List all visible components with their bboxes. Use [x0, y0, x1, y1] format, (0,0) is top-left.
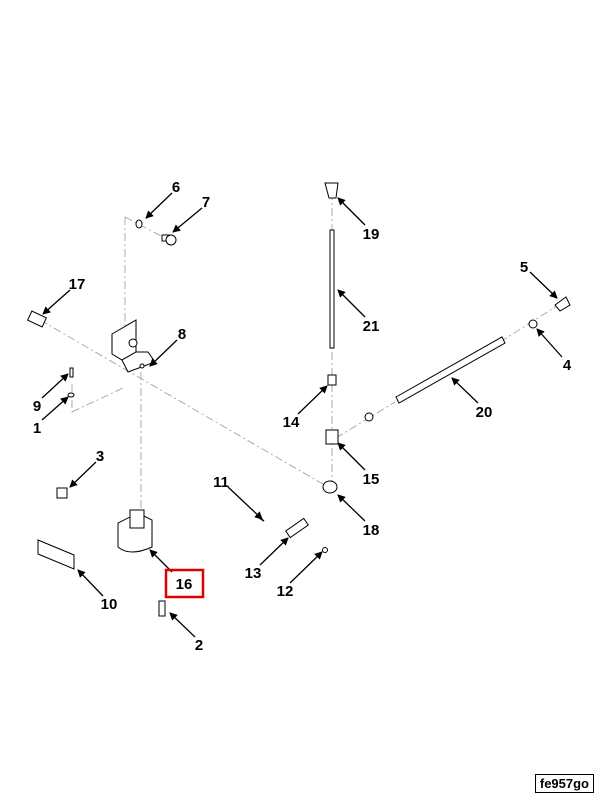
- part-14-nut: [327, 374, 337, 386]
- highlight-box: [164, 568, 205, 599]
- callout-7[interactable]: 7: [202, 194, 210, 211]
- callout-13[interactable]: 13: [245, 565, 262, 582]
- part-5-elbow: [554, 296, 571, 312]
- part-4-nut: [528, 319, 538, 329]
- part-21-tube: [329, 229, 335, 349]
- callout-1[interactable]: 1: [33, 420, 41, 437]
- callout-16[interactable]: 16: [176, 576, 193, 593]
- callout-21[interactable]: 21: [363, 318, 380, 335]
- callout-9[interactable]: 9: [33, 398, 41, 415]
- callout-2[interactable]: 2: [195, 637, 203, 654]
- callout-5[interactable]: 5: [520, 259, 528, 276]
- callout-20[interactable]: 20: [476, 404, 493, 421]
- part-17-fitting: [26, 310, 48, 328]
- part-18-elbow: [322, 480, 338, 494]
- nut: [364, 412, 374, 422]
- parts: [26, 182, 571, 617]
- part-7-bolt: [161, 234, 177, 246]
- callout-15[interactable]: 15: [363, 471, 380, 488]
- callout-arrows: [41, 192, 563, 638]
- part-12-ring: [322, 547, 328, 553]
- callout-8[interactable]: 8: [178, 326, 186, 343]
- part-16-coil: [117, 509, 153, 553]
- part-3-nut: [56, 487, 68, 499]
- part-20-tube: [395, 336, 506, 404]
- part-13-connector: [284, 517, 310, 539]
- callout-14[interactable]: 14: [283, 414, 300, 431]
- callout-11[interactable]: 11: [213, 474, 229, 491]
- callout-19[interactable]: 19: [363, 226, 380, 243]
- part-9-screw: [69, 367, 74, 378]
- callout-17[interactable]: 17: [69, 276, 86, 293]
- part-6-washer: [135, 219, 143, 229]
- figure-id: fe957go: [534, 774, 594, 793]
- callout-labels: 1 2 3 4 5 6 7 8 9 10 11 12 13 14 15 16 1…: [33, 179, 572, 654]
- part-8-bracket: [111, 319, 156, 373]
- callout-6[interactable]: 6: [172, 179, 180, 196]
- part-1-washer: [67, 392, 75, 398]
- callout-18[interactable]: 18: [363, 522, 380, 539]
- part-19-elbow: [324, 182, 339, 199]
- part-10-label: [37, 539, 75, 570]
- part-2-pin: [158, 600, 166, 617]
- part-15-tee: [325, 429, 339, 445]
- callout-3[interactable]: 3: [96, 448, 104, 465]
- callout-4[interactable]: 4: [563, 357, 572, 374]
- callout-12[interactable]: 12: [277, 583, 294, 600]
- callout-10[interactable]: 10: [101, 596, 118, 613]
